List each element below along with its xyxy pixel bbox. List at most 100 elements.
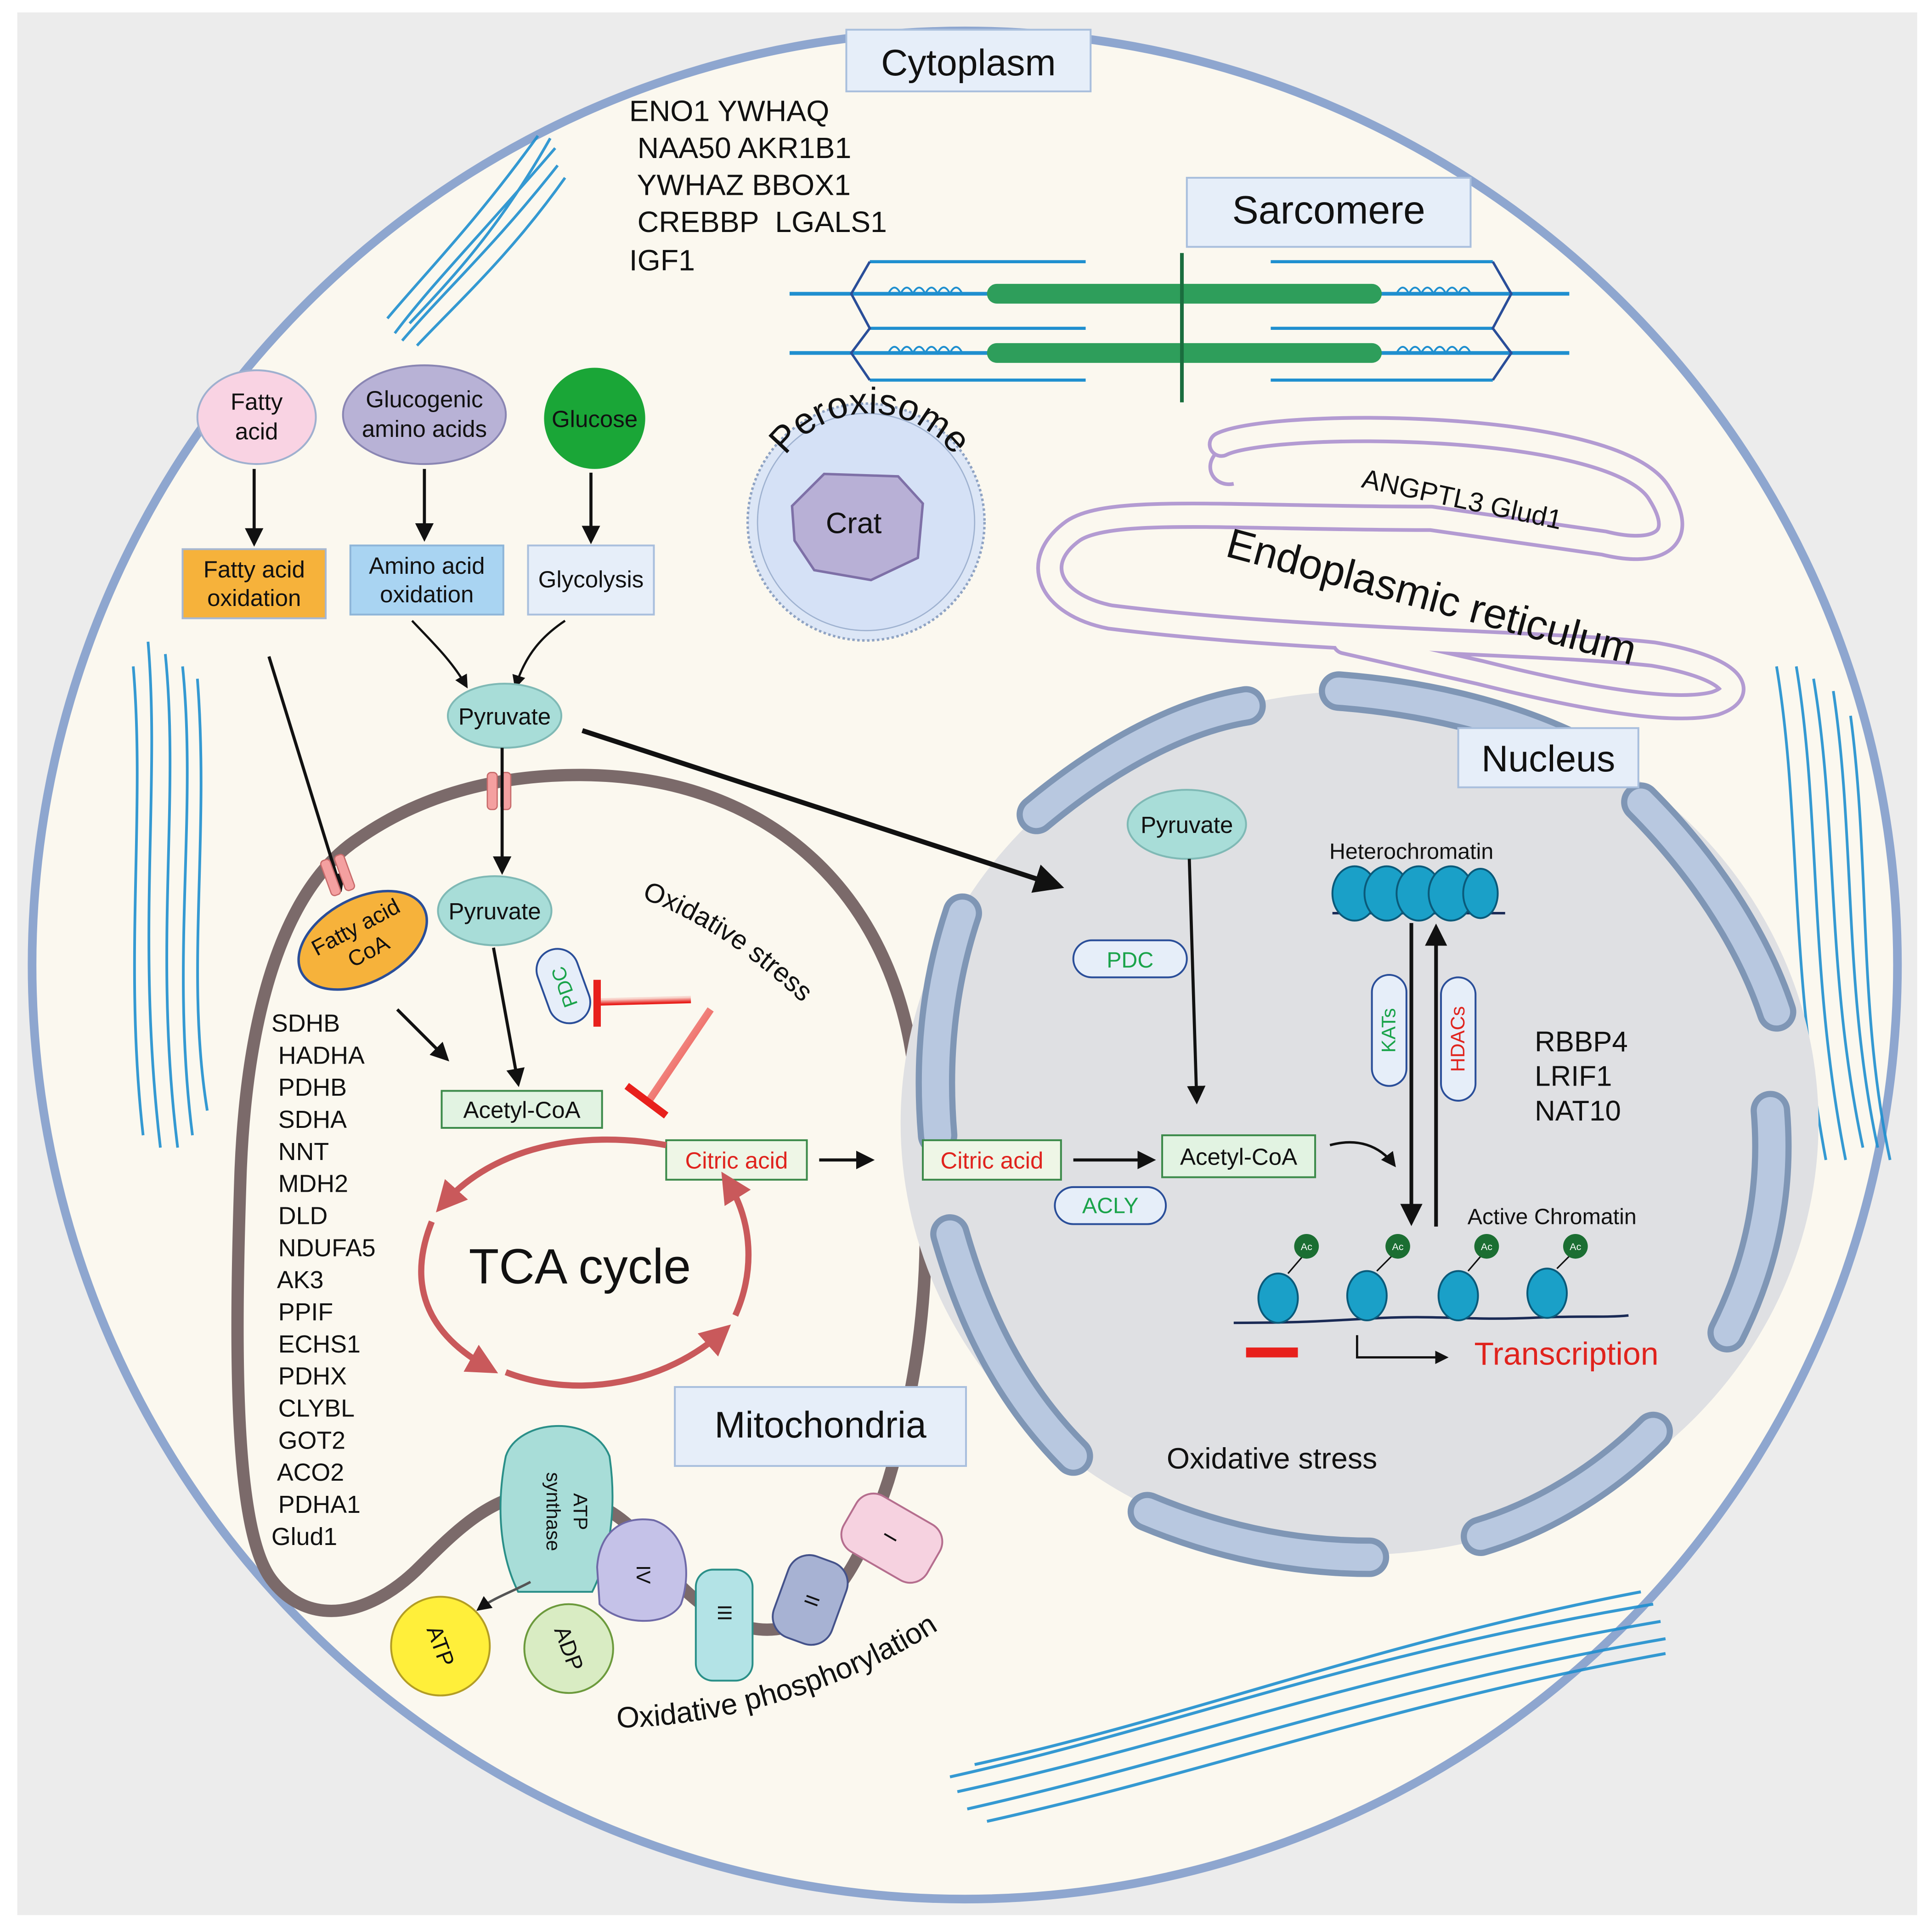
pyruvate-to-nucleus-arrow bbox=[582, 728, 1064, 893]
collagen-fiber-left bbox=[132, 641, 209, 1148]
kats-label: KATs bbox=[1378, 1008, 1400, 1053]
nuclear-gene: NAT10 bbox=[1535, 1095, 1621, 1127]
collagen-fiber-bottom bbox=[949, 1590, 1666, 1823]
cytoplasm-pyruvate-node: Pyruvate bbox=[446, 683, 563, 749]
nucleus-label: Nucleus bbox=[1481, 738, 1615, 780]
nuclear-acetyl-coa-label: Acetyl-CoA bbox=[1180, 1144, 1297, 1170]
complex-iv: IV bbox=[596, 1518, 687, 1622]
mito-citric-acid-label: Citric acid bbox=[685, 1148, 788, 1174]
mito-gene: NNT bbox=[271, 1138, 329, 1166]
nuclear-pyruvate-node: Pyruvate bbox=[1126, 789, 1247, 860]
sarcomere-illustration bbox=[789, 253, 1570, 402]
atp-synthase-line2: synthase bbox=[542, 1472, 564, 1551]
mitochondria-label-box: Mitochondria bbox=[674, 1386, 967, 1467]
atp-node: ATP bbox=[390, 1596, 491, 1697]
nuclear-citric-acid-label: Citric acid bbox=[940, 1148, 1043, 1174]
cytoplasm-gene-line: NAA50 AKR1B1 bbox=[629, 131, 852, 164]
mito-gene: DLD bbox=[271, 1202, 328, 1230]
nucleus-body bbox=[900, 691, 1819, 1555]
nuclear-gene-list: RBBP4 LRIF1 NAT10 bbox=[1535, 1026, 1628, 1127]
substrate-arrows bbox=[245, 469, 600, 547]
fatty-acid-label-line2: acid bbox=[235, 418, 278, 444]
cytoplasm-label-box: Cytoplasm bbox=[845, 28, 1092, 92]
mito-gene: NDUFA5 bbox=[271, 1234, 376, 1262]
mito-pyruvate-node: Pyruvate bbox=[437, 875, 553, 946]
atp-synthase: ATP synthase bbox=[499, 1425, 614, 1593]
ac-badge: Ac bbox=[1385, 1234, 1410, 1259]
fatty-acid-transporter bbox=[320, 854, 356, 896]
acly-label: ACLY bbox=[1082, 1193, 1139, 1218]
ac-badge-label: Ac bbox=[1301, 1241, 1312, 1252]
mito-gene: ACO2 bbox=[271, 1459, 344, 1486]
sarcomere-label-box: Sarcomere bbox=[1186, 176, 1472, 248]
ac-badge: Ac bbox=[1294, 1234, 1319, 1259]
heterochromatin-nucleosomes bbox=[1331, 865, 1505, 922]
hdacs-label: HDACs bbox=[1447, 1006, 1469, 1072]
complex-iii-label: III bbox=[713, 1605, 735, 1621]
aa-oxidation-line2: oxidation bbox=[380, 581, 474, 607]
nuclear-acetyl-coa-node: Acetyl-CoA bbox=[1161, 1134, 1316, 1178]
nuclear-oxidative-stress-inhibition bbox=[1246, 1347, 1298, 1432]
mito-pyruvate-label: Pyruvate bbox=[448, 898, 541, 924]
crat-label: Crat bbox=[826, 506, 882, 539]
mito-acetyl-coa-node: Acetyl-CoA bbox=[441, 1090, 603, 1129]
heterochromatin-label: Heterochromatin bbox=[1329, 839, 1493, 864]
mito-gene: HADHA bbox=[271, 1041, 365, 1069]
ac-badge-label: Ac bbox=[1392, 1241, 1404, 1252]
ac-badge: Ac bbox=[1563, 1234, 1588, 1259]
mito-gene: PDHB bbox=[271, 1074, 347, 1101]
cytoplasm-gene-line: ENO1 YWHAQ bbox=[629, 94, 830, 127]
mito-gene: MDH2 bbox=[271, 1170, 348, 1198]
tca-cycle-label: TCA cycle bbox=[469, 1239, 691, 1294]
aa-oxidation-line1: Amino acid bbox=[369, 553, 485, 579]
mito-gene-list: SDHB HADHA PDHB SDHA NNT MDH2 DLD NDUFA5… bbox=[271, 1010, 376, 1551]
complex-ii: II bbox=[772, 1554, 849, 1646]
complex-iii: III bbox=[695, 1568, 754, 1682]
cytoplasm-label: Cytoplasm bbox=[881, 42, 1056, 84]
to-acetyl-coa-arrows bbox=[396, 947, 525, 1087]
cytoplasm-gene-list: ENO1 YWHAQ NAA50 AKR1B1 YWHAZ BBOX1 CREB… bbox=[629, 94, 887, 277]
transcription-start-arrow bbox=[1356, 1335, 1449, 1364]
nuclear-pdc-label: PDC bbox=[1107, 948, 1153, 973]
fa-oxidation-box: Fatty acid oxidation bbox=[181, 548, 327, 619]
cytoplasm-pyruvate-label: Pyruvate bbox=[458, 703, 551, 730]
fatty-acid-node: Fatty acid bbox=[196, 369, 317, 465]
glycolysis-box: Glycolysis bbox=[527, 544, 655, 616]
active-chromatin-nucleosomes bbox=[1233, 1253, 1629, 1324]
mitochondria-label: Mitochondria bbox=[714, 1404, 926, 1446]
mito-gene: ECHS1 bbox=[271, 1330, 361, 1358]
sarcomere-label: Sarcomere bbox=[1232, 188, 1425, 232]
mito-gene: PPIF bbox=[271, 1298, 333, 1326]
glucogenic-label-line1: Glucogenic bbox=[366, 386, 483, 413]
aa-oxidation-box: Amino acid oxidation bbox=[349, 544, 504, 616]
glucogenic-node: Glucogenic amino acids bbox=[342, 364, 507, 465]
atp-synthase-line1: ATP bbox=[569, 1493, 591, 1530]
complex-iv-label: IV bbox=[632, 1565, 654, 1584]
fa-oxidation-line1: Fatty acid bbox=[203, 556, 305, 583]
acly-enzyme: ACLY bbox=[1054, 1186, 1167, 1225]
mito-gene: SDHB bbox=[271, 1010, 340, 1037]
acetyl-to-chromatin-arrow bbox=[1329, 1141, 1396, 1167]
mito-gene: GOT2 bbox=[271, 1426, 345, 1454]
acetyl-marks: Ac Ac Ac Ac bbox=[1294, 1234, 1588, 1259]
nucleus-label-box: Nucleus bbox=[1457, 727, 1639, 788]
complex-i: I bbox=[840, 1492, 943, 1584]
active-chromatin-label: Active Chromatin bbox=[1468, 1205, 1637, 1229]
fatty-acid-label-line1: Fatty bbox=[231, 389, 283, 415]
nuclear-oxidative-stress-label: Oxidative stress bbox=[1167, 1442, 1377, 1475]
transcription-label: Transcription bbox=[1474, 1336, 1659, 1372]
kats-enzyme: KATs bbox=[1371, 973, 1407, 1087]
fatty-acid-coa-node: Fatty acid CoA bbox=[297, 889, 428, 991]
collagen-fiber-top-left bbox=[386, 135, 566, 347]
oxidative-stress-inhibition-mito bbox=[593, 979, 714, 1119]
glycolysis-to-pyruvate-arrows bbox=[411, 620, 566, 689]
fa-oxidation-line2: oxidation bbox=[207, 585, 301, 611]
mito-gene: CLYBL bbox=[271, 1395, 355, 1422]
cytoplasm-gene-line: IGF1 bbox=[629, 243, 695, 277]
nuclear-gene: RBBP4 bbox=[1535, 1026, 1628, 1058]
mito-gene: AK3 bbox=[271, 1266, 323, 1294]
nuclear-citric-acid-node: Citric acid bbox=[921, 1139, 1062, 1181]
cytoplasm-gene-line: YWHAZ BBOX1 bbox=[629, 169, 851, 202]
nuclear-pyruvate-arrow bbox=[1187, 859, 1206, 1104]
